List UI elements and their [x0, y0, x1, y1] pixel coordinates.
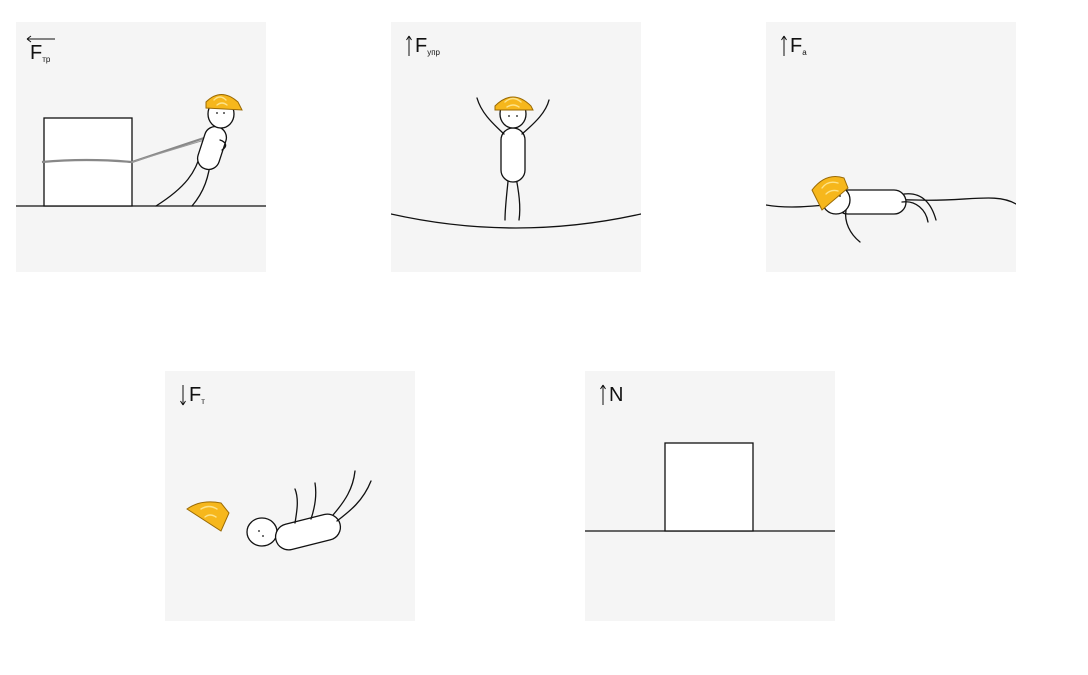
person-arm-1 — [294, 488, 298, 524]
force-subscript: т — [201, 397, 205, 406]
person-arm — [844, 209, 861, 243]
person-leg-2 — [901, 201, 929, 223]
helmet-falling — [186, 501, 230, 532]
water-line — [766, 197, 1016, 208]
force-label-friction: F тр — [30, 42, 50, 64]
force-subscript: тр — [42, 55, 51, 64]
trampoline-line — [391, 213, 641, 229]
helmet — [205, 94, 243, 111]
person-arm-2 — [310, 482, 317, 520]
panel-buoyancy: F а — [766, 22, 1016, 272]
force-label-gravity: F т — [179, 384, 205, 406]
down-arrow-icon — [179, 384, 187, 406]
force-subscript: упр — [427, 48, 440, 57]
up-arrow-icon — [780, 35, 788, 57]
force-symbol: N — [609, 384, 624, 406]
panel-gravity: F т — [165, 371, 415, 621]
person-head — [246, 517, 278, 547]
up-arrow-icon — [599, 384, 607, 406]
force-subscript: а — [802, 48, 807, 57]
force-label-normal: N — [599, 384, 623, 406]
helmet — [811, 176, 849, 211]
force-label-elastic: F упр — [405, 35, 440, 57]
buoyancy-illustration — [766, 176, 1016, 243]
force-symbol: F — [415, 35, 428, 57]
normal-illustration — [585, 442, 835, 532]
person-arm-left — [476, 97, 505, 135]
force-symbol: F — [30, 42, 43, 64]
person-leg-1 — [336, 480, 372, 522]
panel-friction: F тр — [16, 22, 266, 272]
gravity-illustration — [186, 470, 372, 551]
elastic-illustration — [391, 96, 641, 229]
panel-elastic: F упр — [391, 22, 641, 272]
up-arrow-icon — [405, 35, 413, 57]
person-torso — [274, 513, 342, 551]
force-symbol: F — [189, 384, 202, 406]
force-symbol: F — [790, 35, 803, 57]
person-hand — [219, 139, 227, 151]
friction-illustration — [16, 94, 266, 207]
person-arm-right — [521, 99, 550, 135]
person-leg-2 — [332, 470, 356, 516]
helmet — [494, 96, 534, 111]
person-leg-1 — [903, 193, 937, 221]
left-arrow-icon — [26, 34, 56, 44]
person-leg-back — [155, 151, 202, 207]
person-torso — [500, 127, 526, 183]
force-label-buoyancy: F а — [780, 35, 807, 57]
panel-normal: N — [585, 371, 835, 621]
box — [664, 442, 754, 532]
rope — [41, 132, 217, 164]
